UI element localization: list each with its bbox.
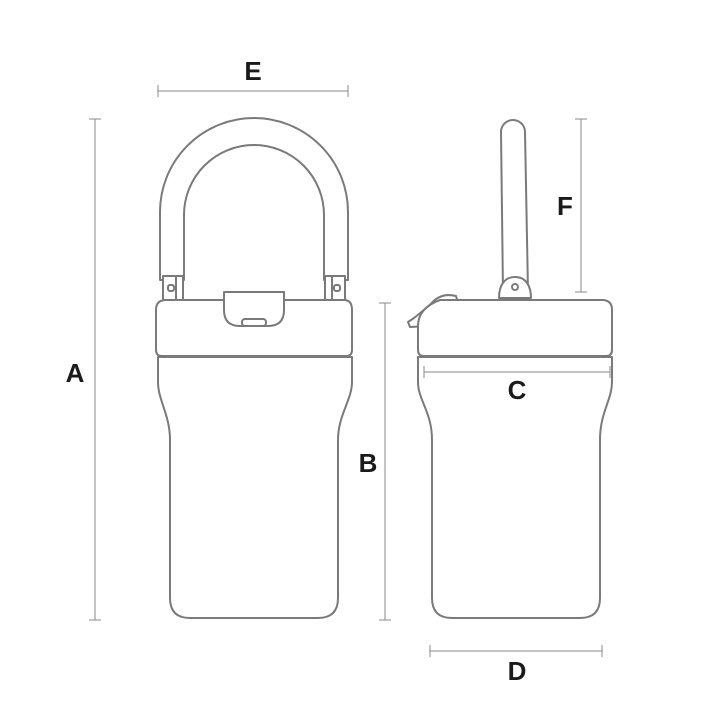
dimension-b: B: [359, 302, 391, 621]
label-b: B: [359, 448, 378, 478]
front-latch: [223, 291, 285, 327]
dimension-e: E: [157, 56, 349, 97]
label-a: A: [66, 358, 85, 388]
front-view-bottle: [155, 117, 353, 619]
dimension-f: F: [557, 118, 587, 293]
side-lid: [417, 299, 613, 357]
label-e: E: [244, 56, 261, 86]
front-body: [157, 356, 353, 619]
side-view-bottle: [407, 119, 613, 619]
dimension-d: D: [429, 645, 603, 686]
front-handle: [159, 117, 349, 281]
label-c: C: [508, 375, 527, 405]
side-body: [417, 356, 613, 619]
side-handle: [500, 119, 529, 293]
label-d: D: [508, 656, 527, 686]
front-latch-tab: [241, 318, 267, 327]
front-lid: [155, 299, 353, 357]
dimension-a: A: [66, 118, 101, 621]
dimension-c: C: [423, 366, 611, 405]
label-f: F: [557, 191, 573, 221]
